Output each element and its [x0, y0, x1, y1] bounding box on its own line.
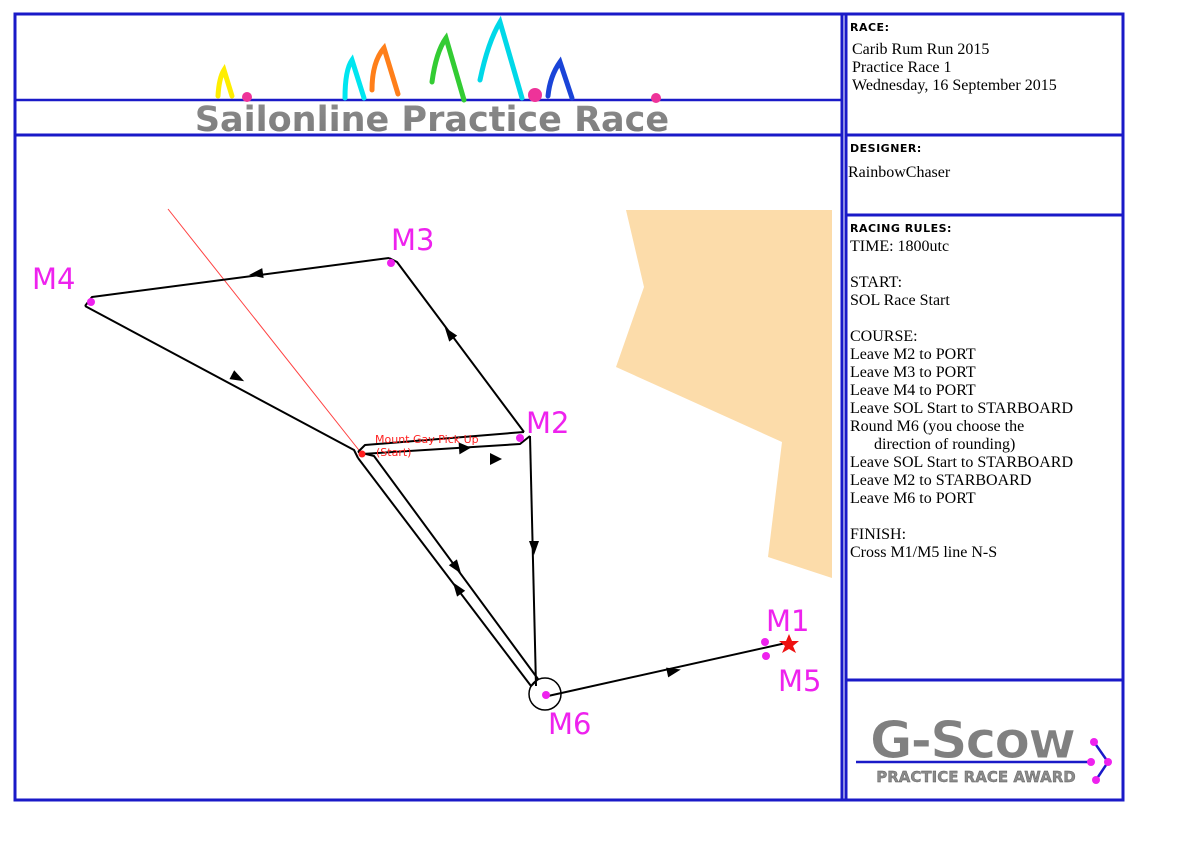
designer-label: DESIGNER: — [850, 142, 922, 155]
arrow-icon — [666, 667, 681, 678]
arrow-icon — [444, 327, 458, 342]
rules-line: Leave M3 to PORT — [850, 364, 976, 381]
rules-line — [850, 256, 1073, 274]
leg-m2-to-m6 — [529, 435, 537, 687]
header-title: Sailonline Practice Race — [195, 100, 669, 140]
mark-dot-m5 — [762, 652, 770, 660]
award-dot — [1090, 738, 1098, 746]
rules-line: START: — [850, 274, 903, 291]
rules-line: Leave M4 to PORT — [850, 382, 976, 399]
mark-dots — [87, 259, 770, 699]
rules-line: Leave M2 to PORT — [850, 346, 976, 363]
leg-m2-to-m3 — [388, 257, 525, 433]
designer-name: RainbowChaser — [848, 164, 951, 181]
race-subtitle: Practice Race 1 — [852, 59, 952, 76]
sail-yellow — [215, 64, 235, 99]
rules-line: Cross M1/M5 line N-S — [850, 544, 998, 561]
start-label-line2: (Start) — [376, 446, 411, 459]
arrow-icon — [229, 370, 245, 382]
arrow-icon — [529, 541, 539, 555]
award-dot — [1092, 776, 1100, 784]
leg-m6-to-start — [357, 451, 539, 687]
mark-dot-m6 — [542, 691, 550, 699]
award-logo: G-Scow PRACTICE RACE AWARD — [856, 711, 1112, 786]
rules-line: SOL Race Start — [850, 292, 950, 309]
rules-line: FINISH: — [850, 526, 907, 543]
rules-list: TIME: 1800utc START: SOL Race Start COUR… — [850, 238, 1073, 562]
award-subtitle: PRACTICE RACE AWARD — [876, 768, 1076, 786]
start-label-line1: Mount Gay Pick Up — [375, 433, 479, 446]
mark-label-m4: M4 — [32, 262, 75, 296]
sail-orange — [369, 42, 401, 97]
rules-line: Leave M2 to STARBOARD — [850, 472, 1032, 489]
finish-star-icon — [779, 634, 799, 653]
award-dot — [1087, 758, 1095, 766]
sail-logo — [215, 15, 661, 103]
logo-dot — [242, 92, 252, 102]
rules-line: COURSE: — [850, 328, 918, 345]
direction-arrows — [229, 268, 681, 678]
logo-dot-small — [651, 93, 661, 103]
mark-dot-m4 — [87, 298, 95, 306]
leg-m3-to-m4 — [84, 257, 390, 307]
wind-line — [167, 208, 363, 455]
rules-line: Leave M6 to PORT — [850, 490, 976, 507]
mark-label-m6: M6 — [548, 707, 591, 741]
leg-start-to-m2 — [357, 431, 525, 453]
race-name: Carib Rum Run 2015 — [852, 41, 990, 58]
rules-line — [850, 508, 1073, 526]
sail-blue — [545, 56, 575, 101]
mark-label-m5: M5 — [778, 664, 821, 698]
leg-start-to-m2-second — [361, 435, 531, 455]
rules-line: direction of rounding) — [850, 436, 1016, 453]
arrow-icon — [458, 442, 471, 455]
arrow-icon — [448, 559, 462, 574]
rules-line: Round M6 (you choose the — [850, 418, 1025, 435]
rules-line — [850, 310, 1073, 328]
mark-dot-m3 — [387, 259, 395, 267]
arrow-icon — [490, 453, 502, 465]
mark-label-m3: M3 — [391, 223, 434, 257]
rules-line: Leave SOL Start to STARBOARD — [850, 454, 1073, 471]
arrow-icon — [249, 268, 264, 278]
logo-dot-large — [528, 88, 542, 102]
mark-label-m1: M1 — [766, 604, 809, 638]
outer-frame — [13, 12, 1125, 802]
race-date: Wednesday, 16 September 2015 — [852, 77, 1057, 94]
leg-m4-to-start — [84, 305, 359, 459]
mark-dot-m1 — [761, 638, 769, 646]
rules-line: Leave SOL Start to STARBOARD — [850, 400, 1073, 417]
mark-label-m2: M2 — [526, 406, 569, 440]
mark-dot-m2 — [516, 434, 524, 442]
m6-rounding-circle — [528, 677, 562, 711]
rules-label: RACING RULES: — [850, 222, 952, 235]
sail-cyan-tall — [477, 15, 525, 101]
arrow-icon — [452, 582, 466, 597]
start-dot — [358, 450, 366, 458]
leg-start-to-m6 — [357, 457, 532, 687]
race-label: RACE: — [850, 21, 890, 34]
sail-green — [429, 32, 467, 103]
rules-line: TIME: 1800utc — [850, 238, 950, 255]
sail-cyan — [342, 54, 367, 101]
land-area — [616, 210, 832, 578]
award-dot — [1104, 758, 1112, 766]
